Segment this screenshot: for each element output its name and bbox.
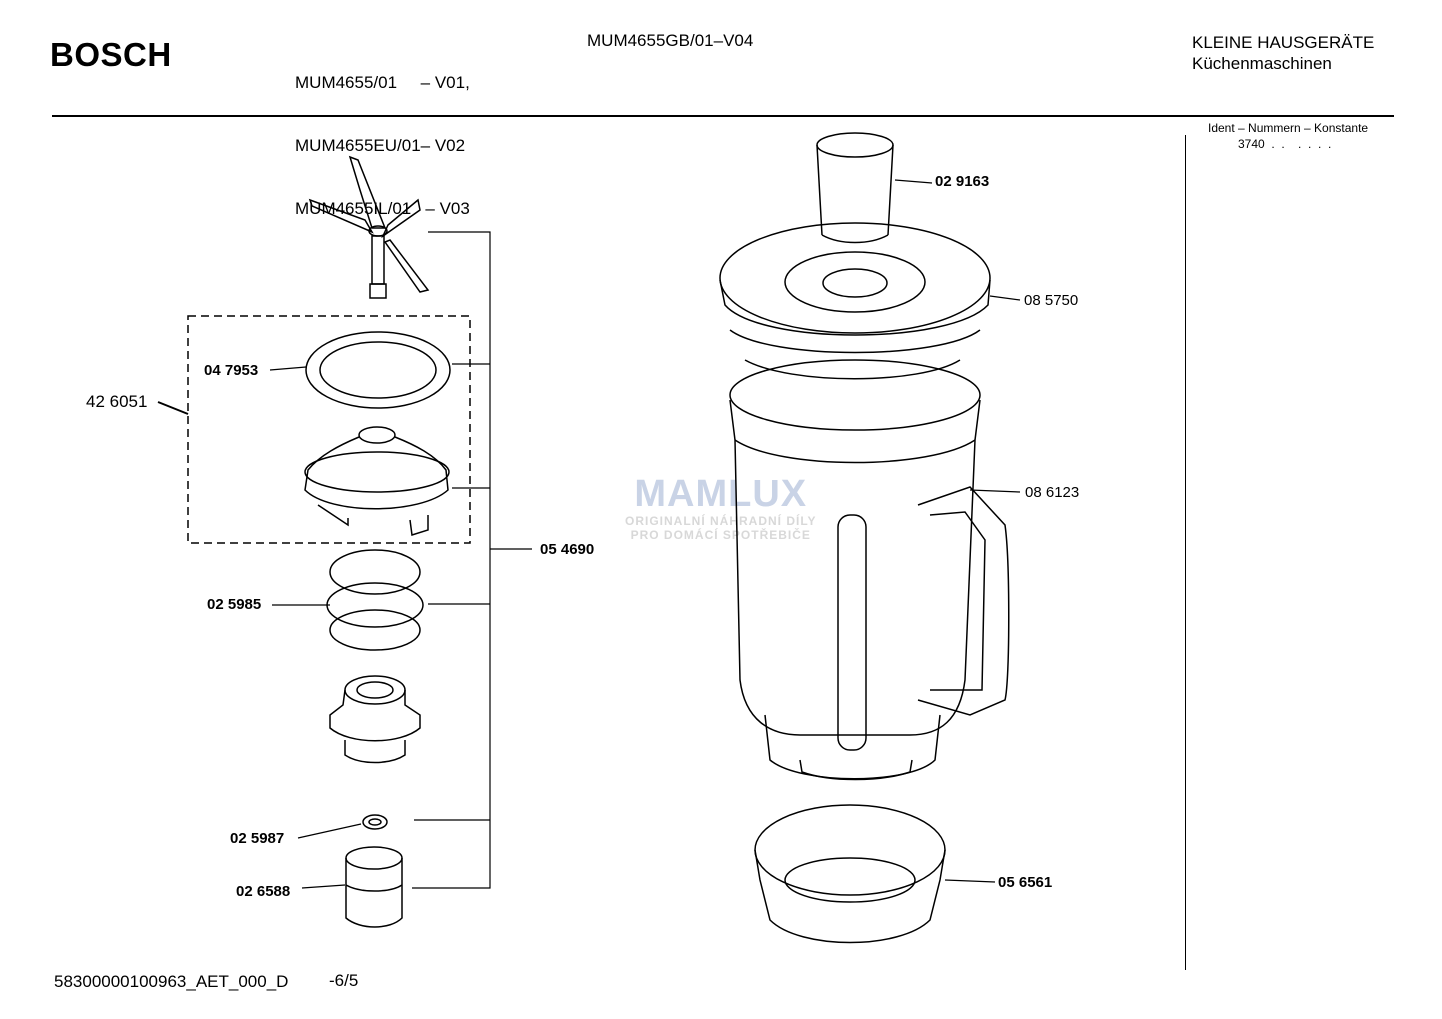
header-divider xyxy=(52,115,1394,117)
cone-part xyxy=(304,426,450,536)
part-label-025987[interactable]: 02 5987 xyxy=(230,830,285,847)
part-label-085750[interactable]: 08 5750 xyxy=(1024,292,1079,309)
part-label-056561[interactable]: 05 6561 xyxy=(998,874,1053,891)
part-label-426051[interactable]: 42 6051 xyxy=(86,392,148,411)
seal-ring-part xyxy=(305,331,451,409)
spring-part xyxy=(326,549,424,651)
watermark: MAMLUX ORIGINALNÍ NÁHRADNÍ DÍLY PRO DOMÁ… xyxy=(625,474,817,542)
subcategory-title: Küchenmaschinen xyxy=(1192,54,1332,73)
watermark-name: MAMLUX xyxy=(634,473,808,515)
ident-label: Ident – Nummern – Konstante xyxy=(1208,121,1369,135)
part-label-086123[interactable]: 08 6123 xyxy=(1025,484,1080,501)
brand-logo: BOSCH xyxy=(50,36,172,73)
jug-base xyxy=(754,804,946,944)
watermark-line1: ORIGINALNÍ NÁHRADNÍ DÍLY xyxy=(625,514,817,528)
part-label-047953[interactable]: 04 7953 xyxy=(204,362,259,379)
model-line: MUM4655/01 – V01, xyxy=(295,73,470,92)
document-id: 58300000100963_AET_000_D xyxy=(54,972,289,991)
assembly-box-426051 xyxy=(187,315,471,544)
drive-part xyxy=(345,846,403,928)
side-divider xyxy=(1185,135,1186,970)
page-number: -6/5 xyxy=(329,971,359,990)
blender-jug xyxy=(719,132,1010,781)
category-title: KLEINE HAUSGERÄTE xyxy=(1192,33,1375,52)
part-label-025985[interactable]: 02 5985 xyxy=(207,596,262,613)
model-gb: MUM4655GB/01–V04 xyxy=(587,31,754,50)
leader-lines-right xyxy=(894,179,1021,883)
watermark-line2: PRO DOMÁCÍ SPOTŘEBIČE xyxy=(630,528,811,542)
blade-part xyxy=(308,155,430,299)
coupling-part xyxy=(329,675,421,764)
part-label-029163[interactable]: 02 9163 xyxy=(935,173,990,190)
part-label-026588[interactable]: 02 6588 xyxy=(236,883,291,900)
leader-lines-left xyxy=(157,231,532,889)
part-label-054690[interactable]: 05 4690 xyxy=(540,541,595,558)
model-line: MUM4655IL/01 – V03 xyxy=(295,199,470,218)
model-list: MUM4655/01 – V01, MUM4655EU/01– V02 MUM4… xyxy=(295,30,470,240)
small-ring-part xyxy=(362,814,388,830)
model-line: MUM4655EU/01– V02 xyxy=(295,136,466,155)
ident-value: 3740 . . . . . . xyxy=(1238,137,1332,151)
